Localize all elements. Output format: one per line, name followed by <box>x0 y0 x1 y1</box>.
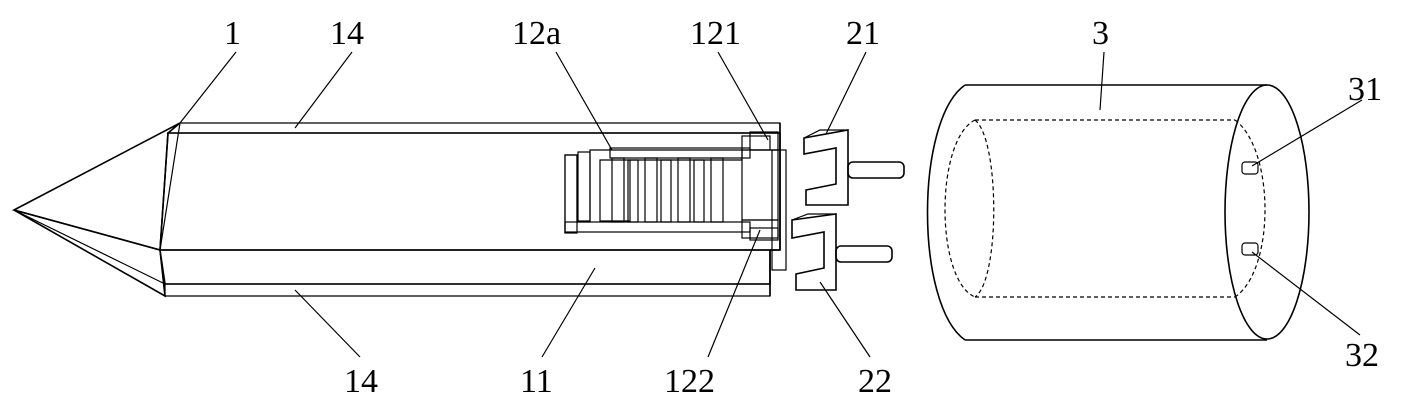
socket-31 <box>1241 161 1259 175</box>
label-12a: 12a <box>512 15 561 52</box>
substrate-11 <box>159 249 771 285</box>
label-21: 21 <box>846 15 880 52</box>
probe-body <box>11 122 781 298</box>
socket-32 <box>1241 242 1259 256</box>
connector-clip-21 <box>803 129 905 206</box>
label-11: 11 <box>520 363 553 400</box>
label-122: 122 <box>664 363 715 400</box>
label-1: 1 <box>224 15 241 52</box>
label-31: 31 <box>1348 71 1382 108</box>
bottom-coating-layer <box>164 283 771 297</box>
label-32: 32 <box>1345 337 1379 374</box>
housing-3 <box>926 84 1310 341</box>
label-3: 3 <box>1092 15 1109 52</box>
interdigitated-electrode-12a <box>564 147 751 234</box>
label-14-bottom: 14 <box>344 363 378 400</box>
label-22: 22 <box>858 363 892 400</box>
leader-lines <box>179 51 1363 358</box>
connector-clip-22 <box>791 213 893 291</box>
label-14-top: 14 <box>330 15 364 52</box>
probe-tip-lower <box>13 209 166 298</box>
probe-tip <box>11 122 181 252</box>
top-coating-layer <box>166 122 781 134</box>
pad-122 <box>741 149 787 271</box>
label-121: 121 <box>690 15 741 52</box>
